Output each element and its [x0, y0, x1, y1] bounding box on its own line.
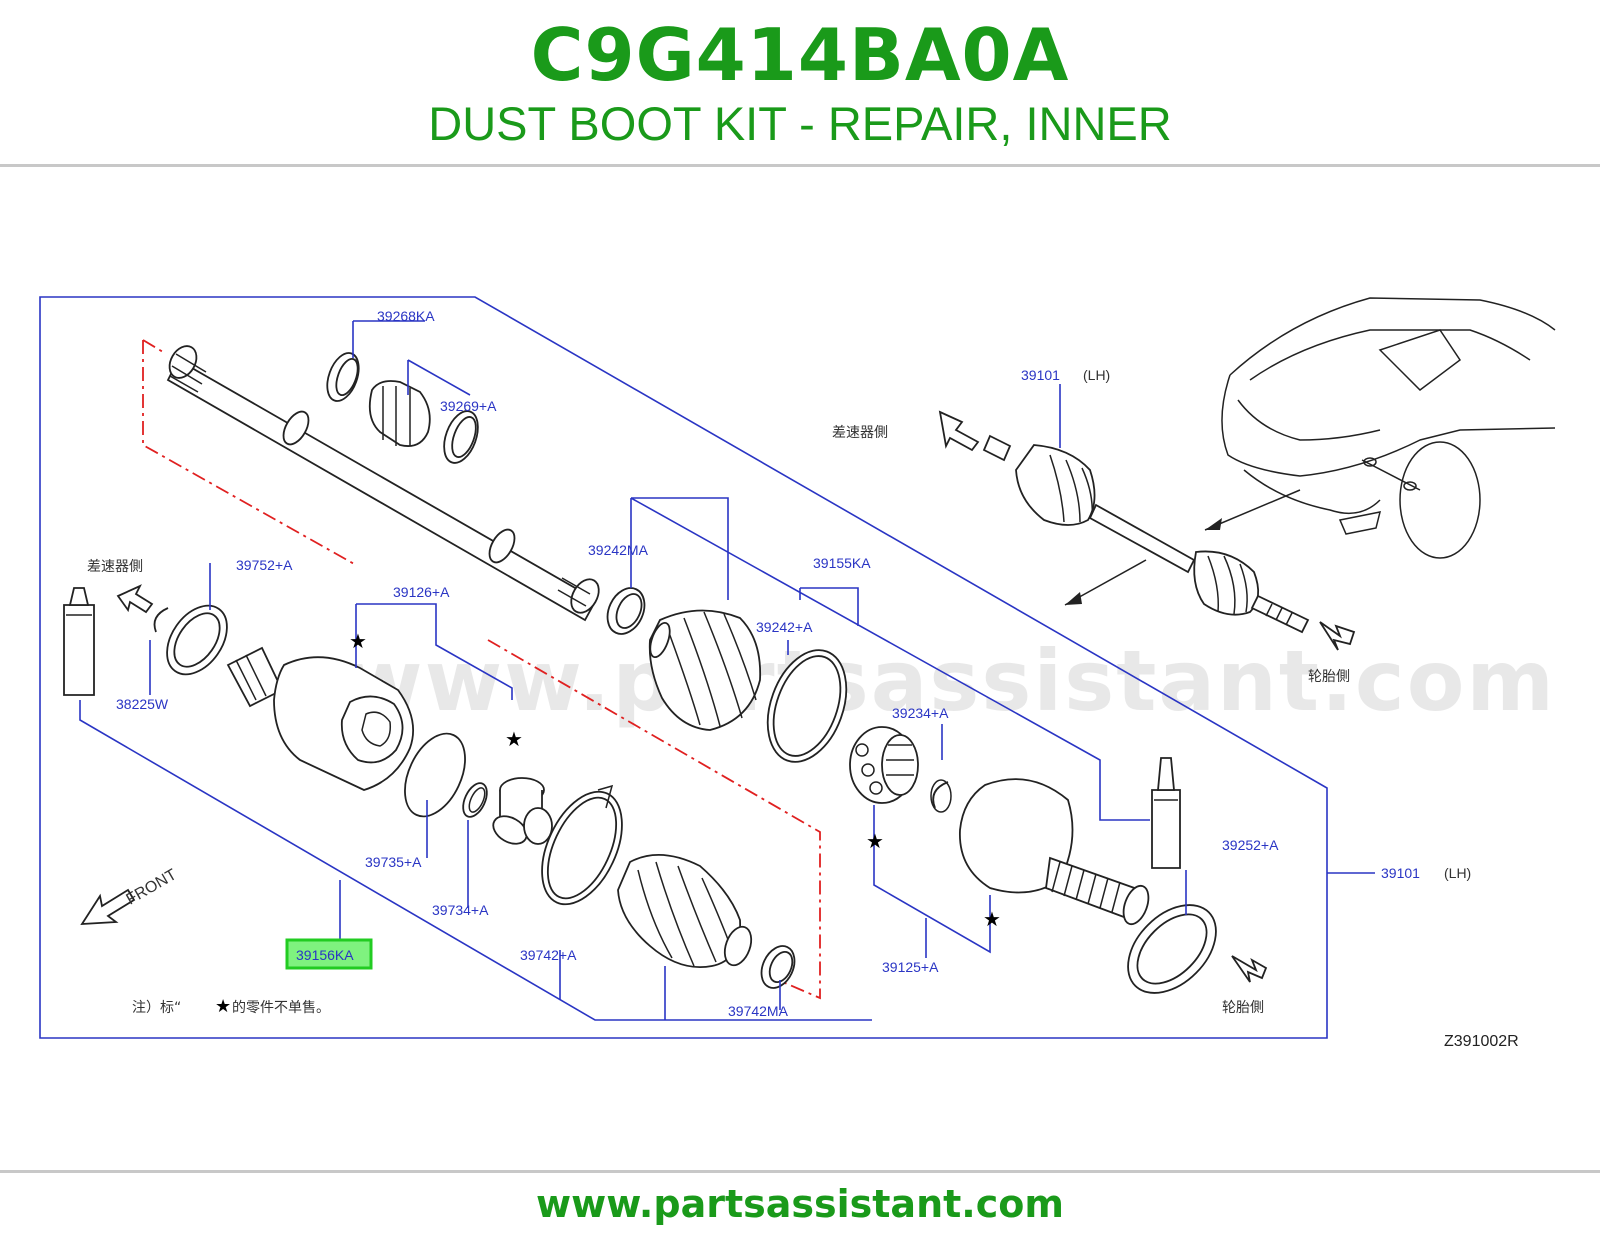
label-inset-differential-side: 差速器側	[832, 425, 888, 441]
vehicle-outline	[1221, 297, 1556, 559]
snap-ring-39234A	[932, 781, 949, 809]
seal-39752A	[166, 604, 228, 676]
label-38225W: 38225W	[116, 696, 169, 712]
label-39125A: 39125+A	[882, 959, 939, 975]
highlight-box[interactable]	[285, 938, 373, 970]
inset-assembly: 差速器側 轮胎側 39101 (LH)	[832, 367, 1356, 685]
star-mark-2: ★	[505, 729, 523, 751]
label-39269A: 39269+A	[440, 398, 497, 414]
boot-band-39742MA-lower	[760, 945, 796, 989]
label-39101-main-side: (LH)	[1444, 865, 1471, 881]
boot-band-39742A	[541, 784, 623, 906]
small-boot-kit	[326, 352, 479, 464]
pointer-arrowhead-2	[1065, 592, 1082, 605]
watermark: www.partsassistant.com	[345, 632, 1556, 730]
footer-url[interactable]: www.partsassistant.com	[536, 1182, 1064, 1226]
label-39242A: 39242+A	[756, 619, 813, 635]
pointer-arrowhead-1	[1205, 518, 1222, 530]
star-mark-4: ★	[983, 909, 1001, 931]
callout-leaders	[79, 320, 1375, 1021]
kit-frame	[39, 296, 1328, 1039]
label-39156KA[interactable]: 39156KA	[296, 947, 354, 963]
label-39252A: 39252+A	[1222, 837, 1279, 853]
inner-boot	[617, 853, 753, 968]
dashed-guide-lower	[487, 639, 821, 1000]
label-39742MA: 39742MA	[728, 1003, 789, 1019]
note-prefix: 注）标“	[132, 1000, 181, 1016]
outer-joint-housing	[959, 778, 1150, 926]
part-description: DUST BOOT KIT - REPAIR, INNER	[428, 97, 1172, 150]
footer-divider	[0, 1170, 1600, 1173]
label-39734A: 39734+A	[432, 902, 489, 918]
grease-tube-right	[1151, 757, 1181, 869]
drive-shaft	[166, 345, 600, 622]
label-inset-wheel-side: 轮胎側	[1308, 669, 1350, 685]
inner-ball-cage	[849, 726, 919, 804]
arrow-inset-wheel	[1319, 621, 1356, 651]
part-number-title: C9G414BA0A	[530, 13, 1070, 97]
inner-joint-housing	[226, 646, 415, 791]
outer-boot	[648, 609, 762, 731]
page-header: C9G414BA0A DUST BOOT KIT - REPAIR, INNER	[0, 0, 1600, 168]
boot-band-39242A	[766, 649, 848, 763]
dashed-guide-upper	[142, 339, 357, 566]
label-39126A: 39126+A	[393, 584, 450, 600]
label-differential-side: 差速器側	[87, 559, 143, 575]
arrow-wheel-side-bottom	[1231, 955, 1268, 983]
label-39242MA: 39242MA	[588, 542, 649, 558]
header-divider	[0, 164, 1600, 167]
label-wheel-side-bottom: 轮胎側	[1222, 1000, 1264, 1016]
label-39234A: 39234+A	[892, 705, 949, 721]
label-39742A: 39742+A	[520, 947, 577, 963]
star-mark-3: ★	[866, 831, 884, 853]
note-suffix: 的零件不单售。	[232, 1000, 330, 1016]
label-39101-inset: 39101	[1021, 367, 1060, 383]
seal-39252A	[1127, 904, 1217, 994]
snap-ring-39734A	[462, 782, 488, 818]
label-39101-inset-side: (LH)	[1083, 367, 1110, 383]
front-indicator: FRONT	[80, 866, 180, 926]
snap-ring-left	[153, 607, 169, 633]
grease-tube-left	[63, 587, 95, 696]
label-39735A: 39735+A	[365, 854, 422, 870]
figure-code: Z391002R	[1444, 1033, 1519, 1050]
front-label: FRONT	[124, 866, 180, 908]
arrow-inset-differential	[938, 410, 980, 452]
label-39101-main: 39101	[1381, 865, 1420, 881]
star-mark-1: ★	[349, 631, 367, 653]
arrow-differential-side	[116, 584, 154, 614]
boot-band-39742MA-upper	[606, 587, 646, 635]
o-ring-39735A	[404, 732, 466, 818]
note-star: ★	[215, 996, 231, 1016]
label-39752A: 39752+A	[236, 557, 293, 573]
label-39155KA: 39155KA	[813, 555, 871, 571]
tripod-spider	[492, 777, 553, 845]
snap-ring-39234A-ring	[930, 779, 952, 813]
label-39268KA: 39268KA	[377, 308, 435, 324]
